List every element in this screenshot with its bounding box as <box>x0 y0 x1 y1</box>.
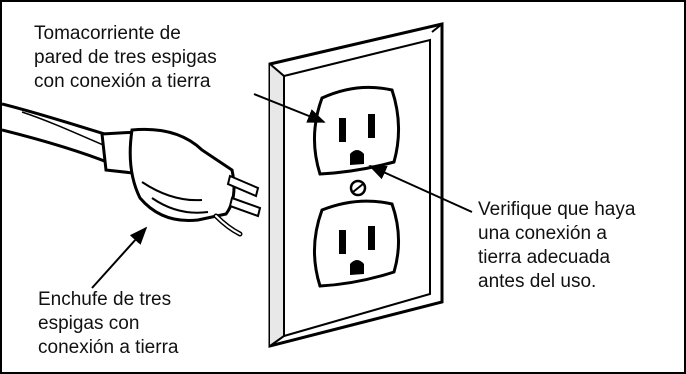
verify-grounding-label: Verifique que haya una conexión a tierra… <box>478 199 636 292</box>
pointer-arrow-icon <box>91 226 148 289</box>
pointer-arrow-icon <box>368 165 473 213</box>
plug-label: Enchufe de tres espigas con conexión a t… <box>38 289 179 358</box>
pointer-arrow-icon <box>253 93 326 123</box>
grounding-plug-icon <box>2 102 262 237</box>
outlet-label: Tomacorriente de pared de tres espigas c… <box>34 23 217 92</box>
duplex-outlet-icon <box>312 85 401 288</box>
